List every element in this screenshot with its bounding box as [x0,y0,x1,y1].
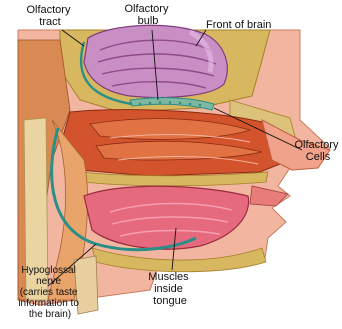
label-olfactory-bulb: Olfactory bulb [124,3,171,27]
label-muscles-inside-tongue: Muscles inside tongue [148,271,191,307]
front-of-brain [84,25,227,97]
label-hypoglossal-nerve: Hypoglossal nerve (carries taste informa… [18,265,81,320]
label-front-of-brain: Front of brain [206,19,271,31]
label-olfactory-tract: Olfactory tract [26,4,73,28]
